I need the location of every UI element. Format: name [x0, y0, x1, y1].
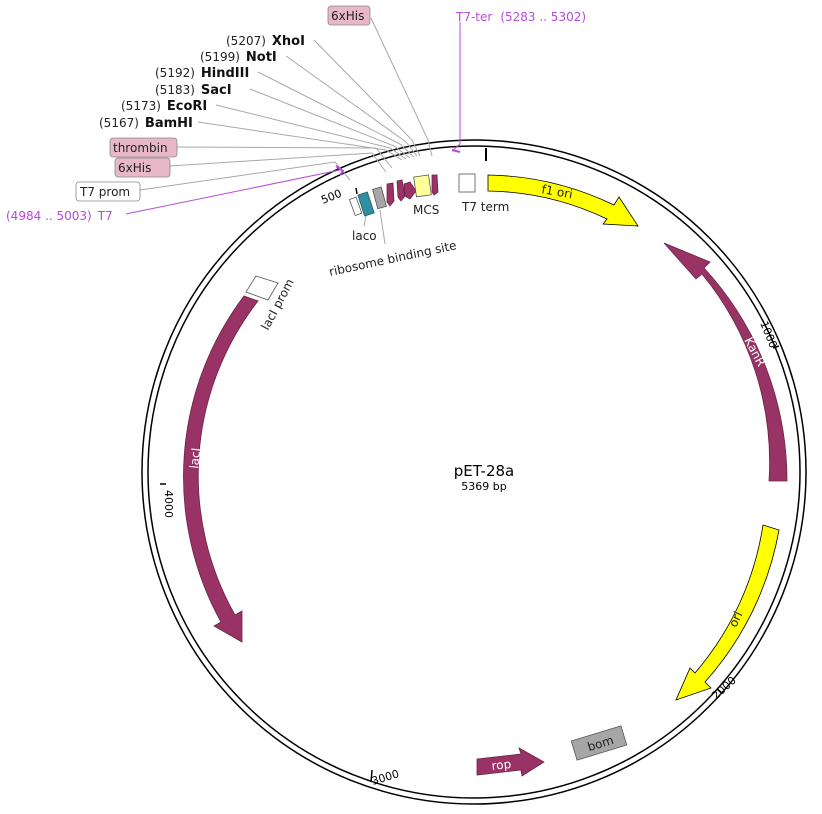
- callout-his-left[interactable]: 6xHis: [114, 157, 171, 178]
- his-tag-arrow[interactable]: [386, 182, 395, 207]
- backbone-outer-circle: [141, 139, 807, 805]
- laci-arrow[interactable]: [183, 295, 259, 643]
- rbs-feature-box[interactable]: [372, 186, 387, 210]
- site-ecori[interactable]: (5173)EcoRI: [121, 99, 207, 114]
- rop-arrow[interactable]: [476, 747, 545, 777]
- mcs-label: MCS: [413, 203, 439, 217]
- t7-ter-primer-line: [451, 22, 461, 152]
- rbs-label: ribosome binding site: [328, 238, 458, 279]
- t7-primer-mark: [335, 165, 345, 176]
- ori-label: ori: [726, 609, 745, 629]
- callout-his-left-label: 6xHis: [118, 161, 151, 175]
- callout-thrombin[interactable]: thrombin: [109, 137, 178, 158]
- f1-ori-label: f1 ori: [540, 182, 573, 201]
- tick-label-4000: 4000: [162, 490, 175, 518]
- t7-term-feature-box[interactable]: [458, 173, 476, 193]
- tick-1000: 1000: [757, 319, 780, 350]
- laci-label: lacI: [187, 447, 203, 469]
- ori-arrow[interactable]: [675, 524, 780, 701]
- site-saci[interactable]: (5183)SacI: [155, 83, 232, 98]
- callout-his-top-label: 6xHis: [331, 9, 364, 23]
- his-tag-c-arrow[interactable]: [431, 174, 439, 196]
- site-xhoi[interactable]: (5207)XhoI: [226, 34, 305, 49]
- kanr-arrow[interactable]: [663, 242, 788, 482]
- t7-ter-primer-label[interactable]: T7-ter(5283 .. 5302): [455, 10, 586, 24]
- tick-label-3000: 3000: [370, 767, 401, 788]
- laco-feature-box[interactable]: [357, 191, 375, 217]
- plasmid-name: pET-28a: [454, 462, 514, 480]
- bom-feature[interactable]: bom: [570, 725, 628, 761]
- rbs-leader: [379, 209, 386, 245]
- plasmid-length: 5369 bp: [461, 480, 506, 493]
- site-bamhi[interactable]: (5167)BamHI: [99, 116, 193, 131]
- callout-t7-prom-label: T7 prom: [79, 185, 130, 199]
- mcs-cluster: [348, 173, 476, 245]
- his-tag-arrow-2[interactable]: [403, 181, 417, 200]
- tick-4000: 4000: [160, 483, 175, 518]
- site-noti[interactable]: (5199)NotI: [200, 50, 277, 65]
- tick-label-1000: 1000: [757, 319, 780, 350]
- callout-his-top[interactable]: 6xHis: [327, 5, 371, 26]
- t7-primer-line: [125, 169, 341, 215]
- t7-ter-primer-mark: [451, 149, 461, 153]
- laco-label: laco: [352, 229, 377, 243]
- tick-label-500: 500: [319, 187, 343, 207]
- callout-thrombin-label: thrombin: [113, 141, 168, 155]
- t7-primer-label[interactable]: (4984 .. 5003)T7: [6, 209, 113, 223]
- mcs-feature-box[interactable]: [413, 174, 432, 198]
- callout-t7-prom[interactable]: T7 prom: [75, 181, 141, 202]
- f1-ori-arrow[interactable]: [487, 174, 639, 227]
- t7-term-label: T7 term: [461, 200, 509, 214]
- backbone-inner-circle: [147, 145, 801, 799]
- laco-leader: [363, 215, 367, 227]
- laci-prom-box[interactable]: [245, 275, 279, 301]
- site-hindiii[interactable]: (5192)HindIII: [155, 66, 249, 81]
- restriction-site-labels: (5207)XhoI (5199)NotI (5192)HindIII (518…: [99, 34, 305, 131]
- rop-label: rop: [491, 757, 512, 773]
- t7-prom-feature-box[interactable]: [348, 196, 363, 216]
- restriction-site-leaders: [139, 17, 433, 191]
- thrombin-arrow[interactable]: [396, 179, 406, 202]
- tick-3000: 3000: [370, 767, 401, 788]
